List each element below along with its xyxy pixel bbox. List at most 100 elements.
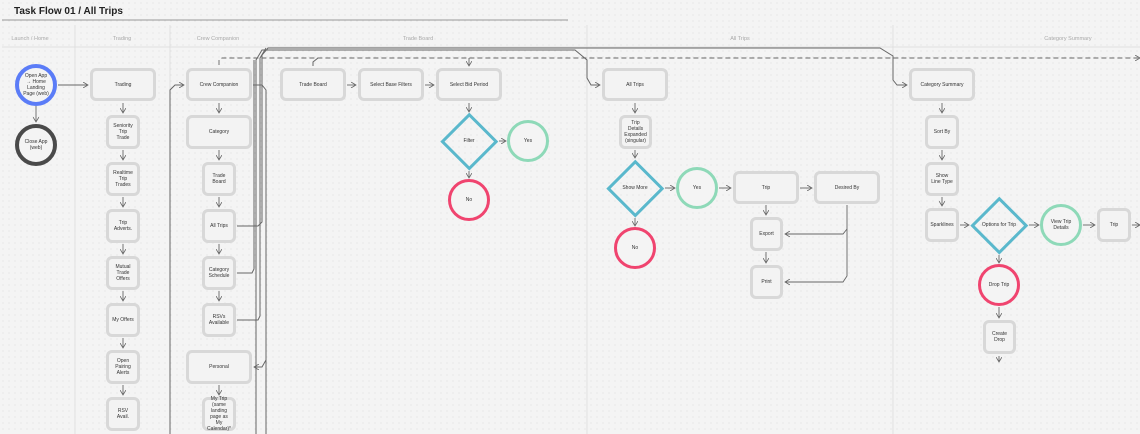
node-label: RSVs Available xyxy=(208,314,230,326)
node-label: Show More xyxy=(622,185,648,191)
node-trading[interactable]: Trading xyxy=(90,68,156,101)
node-filter-yes[interactable]: Yes xyxy=(507,120,549,162)
node-open-app[interactable]: Open App → Home Landing Page (web) xyxy=(15,64,57,106)
connector-arrow xyxy=(785,205,848,234)
node-show-more-yes[interactable]: Yes xyxy=(676,167,718,209)
node-realtime[interactable]: Realtime Trip Trades xyxy=(106,162,140,196)
lane-label: Trading xyxy=(112,36,132,42)
node-label: Select Base Filters xyxy=(370,81,412,88)
node-label: Trading xyxy=(114,81,132,88)
node-label: Personal xyxy=(209,364,229,370)
lane-label: All Trips xyxy=(730,36,750,42)
node-label: Category xyxy=(208,129,230,135)
node-label: All Trips xyxy=(210,223,228,229)
connector-arrow xyxy=(237,60,255,274)
node-show-more[interactable]: Show More xyxy=(606,159,664,217)
node-print[interactable]: Print xyxy=(750,265,783,299)
node-select-bid-period[interactable]: Select Bid Period xyxy=(436,68,502,101)
lane-label: Crew Companion xyxy=(196,36,240,42)
node-show-line-type[interactable]: Show Line Type xyxy=(925,162,959,196)
connector-arrow xyxy=(169,85,184,434)
lane-label: Trade Board xyxy=(402,36,434,42)
node-all-trips[interactable]: All Trips xyxy=(602,68,668,101)
node-label: Filter xyxy=(463,138,475,144)
node-category-schedule[interactable]: Category Schedule xyxy=(202,256,236,290)
node-label: Print xyxy=(761,279,772,285)
page-title: Task Flow 01 / All Trips xyxy=(14,6,123,17)
node-trip-details-expanded[interactable]: Trip Details Expanded (singular) xyxy=(619,115,652,149)
node-at-trip[interactable]: Trip xyxy=(733,171,799,204)
node-label: Select Bid Period xyxy=(449,81,489,88)
node-label: Seniority Trip Trade xyxy=(113,123,133,141)
node-seniority[interactable]: Seniority Trip Trade xyxy=(106,115,140,149)
node-label: Category Schedule xyxy=(208,267,230,279)
node-filter[interactable]: Filter xyxy=(440,112,498,170)
node-label: RSV Avail. xyxy=(116,408,130,420)
node-crew-companion[interactable]: Crew Companion xyxy=(186,68,252,101)
node-label: Crew Companion xyxy=(199,81,239,88)
node-label: Show Line Type xyxy=(931,173,953,185)
node-label: Sort By xyxy=(933,129,951,135)
node-trip-adverts[interactable]: Trip Adverts. xyxy=(106,209,140,243)
node-select-base-filters[interactable]: Select Base Filters xyxy=(358,68,424,101)
node-mutual[interactable]: Mutual Trade Offers xyxy=(106,256,140,290)
node-my-trip[interactable]: My Trip (same landing page as My Calenda… xyxy=(202,396,236,432)
node-label: Open App → Home Landing Page (web) xyxy=(23,73,49,97)
node-open-pairing[interactable]: Open Pairing Alerts xyxy=(106,350,140,384)
node-close-app[interactable]: Close App (web) xyxy=(15,124,57,166)
node-view-trip-details[interactable]: View Trip Details xyxy=(1040,204,1082,246)
connector-arrow xyxy=(254,359,267,367)
lane-label: Launch / Home xyxy=(11,36,49,42)
node-rsv-avail[interactable]: RSV Avail. xyxy=(106,397,140,431)
node-label: No xyxy=(631,245,639,251)
node-label: Trip xyxy=(761,184,771,191)
node-label: No xyxy=(465,197,473,203)
node-cc-all-trips[interactable]: All Trips xyxy=(202,209,236,243)
node-cc-trade-board[interactable]: Trade Board xyxy=(202,162,236,196)
node-label: All Trips xyxy=(626,81,644,88)
node-label: Trade Board xyxy=(299,81,327,88)
node-category-summary[interactable]: Category Summary xyxy=(909,68,975,101)
connector-arrow xyxy=(255,49,600,434)
node-label: Open Pairing Alerts xyxy=(115,358,131,376)
node-label: Mutual Trade Offers xyxy=(115,264,131,282)
node-label: Close App (web) xyxy=(24,139,48,151)
node-trade-board[interactable]: Trade Board xyxy=(280,68,346,101)
node-export[interactable]: Export xyxy=(750,217,783,251)
node-options-for-trip[interactable]: Options for Trip xyxy=(970,196,1028,254)
node-label: Yes xyxy=(692,185,702,191)
node-label: Drop Trip xyxy=(988,282,1010,288)
node-label: Desired By xyxy=(834,184,860,191)
node-label: View Trip Details xyxy=(1050,219,1072,231)
connector-arrow xyxy=(253,84,267,434)
node-label: Category Summary xyxy=(920,81,964,88)
node-label: My Offers xyxy=(112,317,134,323)
node-label: Trade Board xyxy=(212,173,226,185)
dashed-connector xyxy=(218,58,1140,65)
node-label: Trip xyxy=(1109,222,1119,228)
node-desired-by[interactable]: Desired By xyxy=(814,171,880,204)
node-drop-trip[interactable]: Drop Trip xyxy=(978,264,1020,306)
node-cs-trip[interactable]: Trip xyxy=(1097,208,1131,242)
node-filter-no[interactable]: No xyxy=(448,179,490,221)
connector-arrow xyxy=(785,229,848,282)
node-label: Create Drop xyxy=(991,331,1007,343)
node-label: Yes xyxy=(523,138,533,144)
node-sparklines[interactable]: Sparklines xyxy=(925,208,959,242)
node-label: Sparklines xyxy=(930,222,954,228)
node-category[interactable]: Category xyxy=(186,115,252,149)
node-label: Trip Details Expanded (singular) xyxy=(624,120,647,144)
node-personal[interactable]: Personal xyxy=(186,350,252,384)
connector-arrow xyxy=(237,47,267,321)
node-label: Options for Trip xyxy=(981,222,1017,228)
node-rsvs-available[interactable]: RSVs Available xyxy=(202,303,236,337)
node-label: Realtime Trip Trades xyxy=(113,170,133,188)
node-create-drop[interactable]: Create Drop xyxy=(983,320,1016,354)
connector-arrow xyxy=(312,57,319,66)
node-show-more-no[interactable]: No xyxy=(614,227,656,269)
node-my-offers[interactable]: My Offers xyxy=(106,303,140,337)
node-label: My Trip (same landing page as My Calenda… xyxy=(207,396,231,432)
node-label: Export xyxy=(759,231,774,237)
node-sort-by[interactable]: Sort By xyxy=(925,115,959,149)
